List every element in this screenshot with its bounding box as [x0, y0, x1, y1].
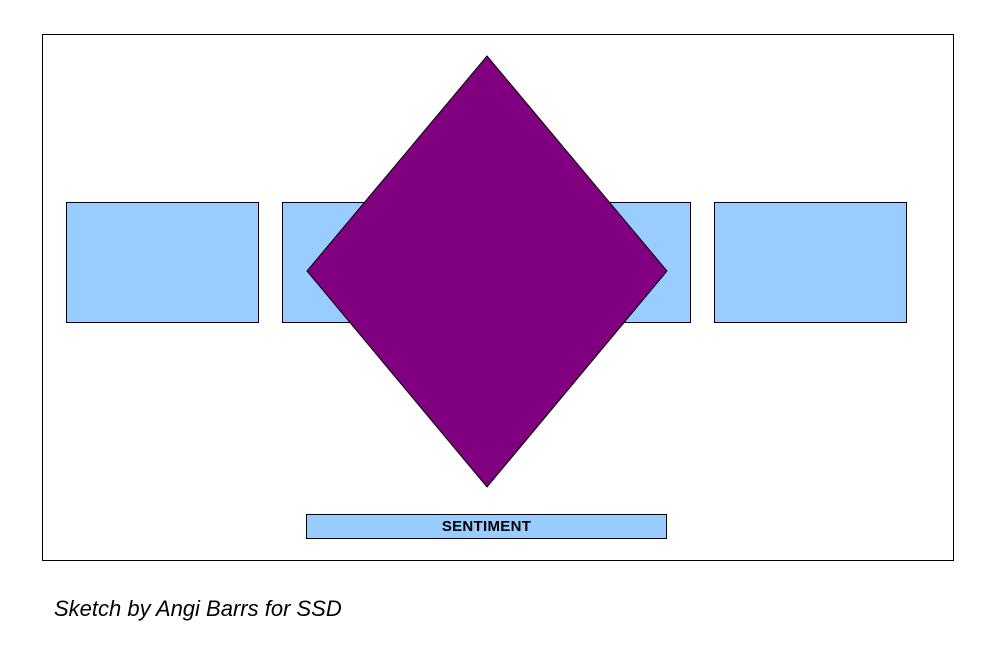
- rectangle-box-2: [282, 202, 475, 323]
- rectangle-box-1: [66, 202, 259, 323]
- rectangle-box-3: [498, 202, 691, 323]
- sentiment-bar: SENTIMENT: [306, 514, 667, 539]
- sketch-caption: Sketch by Angi Barrs for SSD: [54, 596, 342, 621]
- rectangle-box-4: [714, 202, 907, 323]
